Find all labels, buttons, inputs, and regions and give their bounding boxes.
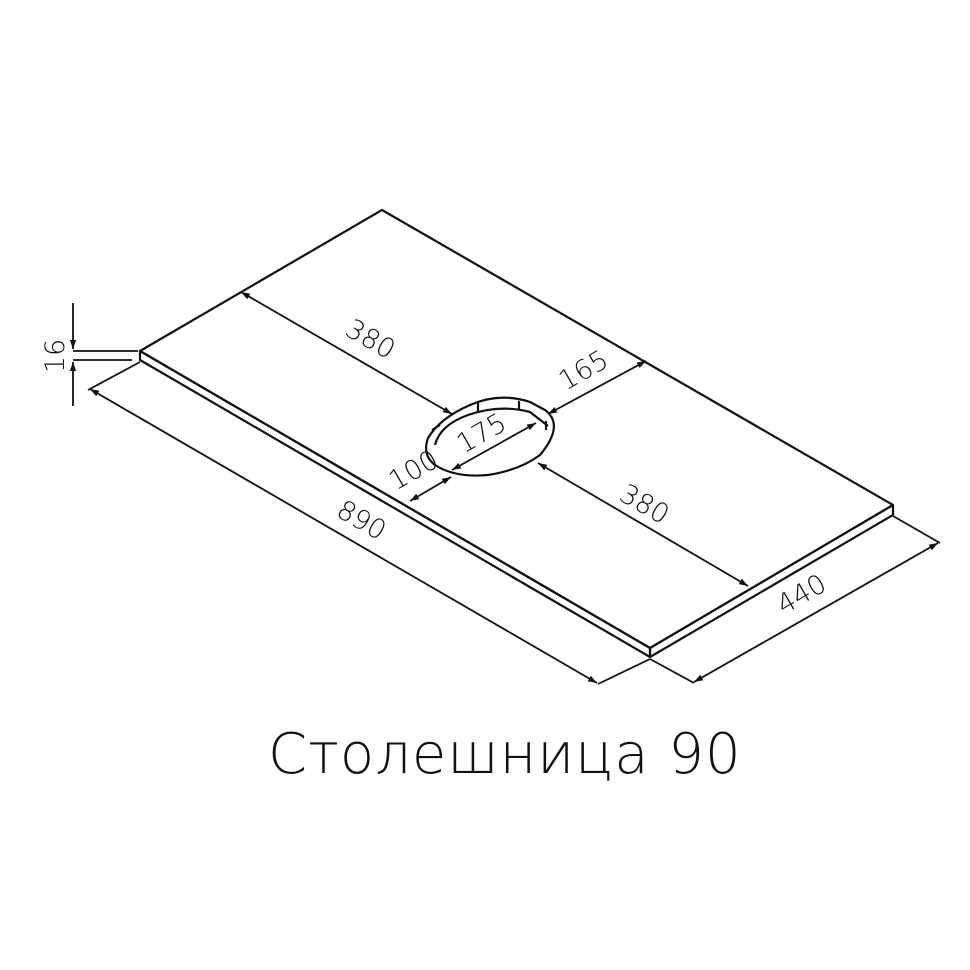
back-offset-label: 165	[554, 344, 614, 397]
depth-label: 440	[772, 568, 832, 621]
right-offset-label: 380	[614, 478, 674, 531]
drawing-title: Столешница 90	[268, 722, 742, 787]
hole-width-label: 175	[452, 407, 512, 460]
left-offset-label: 380	[340, 313, 400, 366]
right-edge-face	[648, 503, 895, 659]
front-edge-face	[138, 349, 652, 659]
dimension-left-offset: 380	[240, 291, 453, 415]
dimension-right-offset: 380	[537, 462, 749, 587]
dimension-length: 890	[87, 361, 651, 685]
thickness-label: 16	[40, 339, 71, 373]
front-offset-label: 100	[384, 444, 444, 497]
dimension-front-offset: 100	[384, 444, 452, 502]
dimension-depth: 440	[649, 515, 941, 684]
top-surface	[138, 208, 895, 650]
dimension-thickness: 16	[40, 303, 138, 406]
